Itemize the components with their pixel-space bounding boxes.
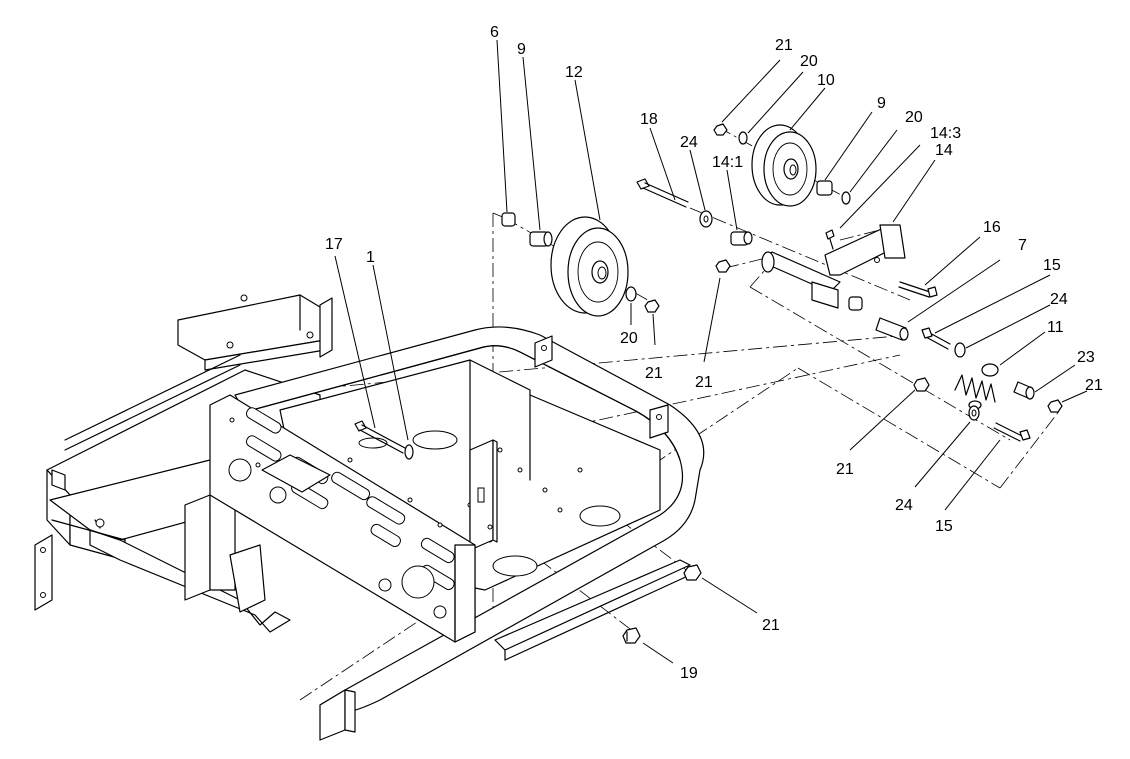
spring-11 xyxy=(954,363,999,410)
pulley-10 xyxy=(751,124,817,207)
callout-6: 6 xyxy=(490,24,499,41)
callout-24: 24 xyxy=(895,497,913,514)
callout-23: 23 xyxy=(1077,349,1095,366)
callout-21: 21 xyxy=(836,461,854,478)
pulley-12 xyxy=(550,216,629,317)
callout-24: 24 xyxy=(680,134,698,151)
callout-11: 11 xyxy=(1047,319,1064,336)
nut-21-idler xyxy=(715,259,731,273)
callout-9: 9 xyxy=(877,95,886,112)
spacer-6 xyxy=(501,212,516,227)
callout-14-1: 14:1 xyxy=(712,154,743,171)
bolt-18 xyxy=(636,178,689,208)
callout-21: 21 xyxy=(762,617,780,634)
nut-21-lower xyxy=(913,377,930,392)
idler-arm-14 xyxy=(761,224,906,309)
bushing-9-right xyxy=(816,180,833,196)
callout-21: 21 xyxy=(695,374,713,391)
callout-16: 16 xyxy=(983,219,1001,236)
washer-24-spring xyxy=(954,342,966,358)
callout-14: 14 xyxy=(935,142,953,159)
nut-21-frame xyxy=(683,564,702,581)
bolt-16 xyxy=(898,281,938,298)
pulley-mount-bracket xyxy=(469,439,498,551)
washer-24-top xyxy=(699,210,713,228)
callout-18: 18 xyxy=(640,111,658,128)
callout-21: 21 xyxy=(645,365,663,382)
callout-9: 9 xyxy=(517,41,526,58)
callout-14-3: 14:3 xyxy=(930,125,961,142)
callout-20: 20 xyxy=(905,109,923,126)
callout-21: 21 xyxy=(1085,377,1103,394)
callout-7: 7 xyxy=(1018,237,1027,254)
bolt-15-lower xyxy=(993,422,1031,442)
callout-1: 1 xyxy=(366,249,375,266)
callout-24: 24 xyxy=(1050,291,1068,308)
washer-24-lower xyxy=(968,405,980,421)
bushing-9-left xyxy=(529,231,553,247)
bolt-15-top xyxy=(921,327,951,350)
leader-lines xyxy=(334,39,1088,664)
callout-15: 15 xyxy=(935,518,953,535)
callout-20: 20 xyxy=(800,53,818,70)
washer-20-right xyxy=(841,191,851,205)
nut-19 xyxy=(622,627,641,644)
front-perforated-plate xyxy=(209,394,476,643)
nut-21-left xyxy=(644,299,660,313)
callout-12: 12 xyxy=(565,64,583,81)
washer-20-top xyxy=(738,131,748,145)
bushing-14-1 xyxy=(730,231,753,246)
bushing-under-arm xyxy=(848,296,863,311)
nut-21-right xyxy=(1047,399,1063,413)
spacer-7 xyxy=(875,317,909,341)
washer-20-left xyxy=(625,286,637,302)
nut-21-top xyxy=(713,123,728,136)
bolt-17 xyxy=(354,420,406,454)
washer-1 xyxy=(404,444,414,460)
callout-15: 15 xyxy=(1043,257,1061,274)
spacer-23 xyxy=(1013,381,1035,400)
callout-19: 19 xyxy=(680,665,698,682)
callout-10: 10 xyxy=(817,72,835,89)
callout-21: 21 xyxy=(775,37,793,54)
bottom-channel xyxy=(494,559,691,651)
callout-17: 17 xyxy=(325,236,343,253)
callout-20: 20 xyxy=(620,330,638,347)
fitting-14-3 xyxy=(825,229,835,250)
callout-labels: 6 9 12 20 21 17 1 18 24 14:1 21 20 10 9 … xyxy=(325,24,1103,682)
